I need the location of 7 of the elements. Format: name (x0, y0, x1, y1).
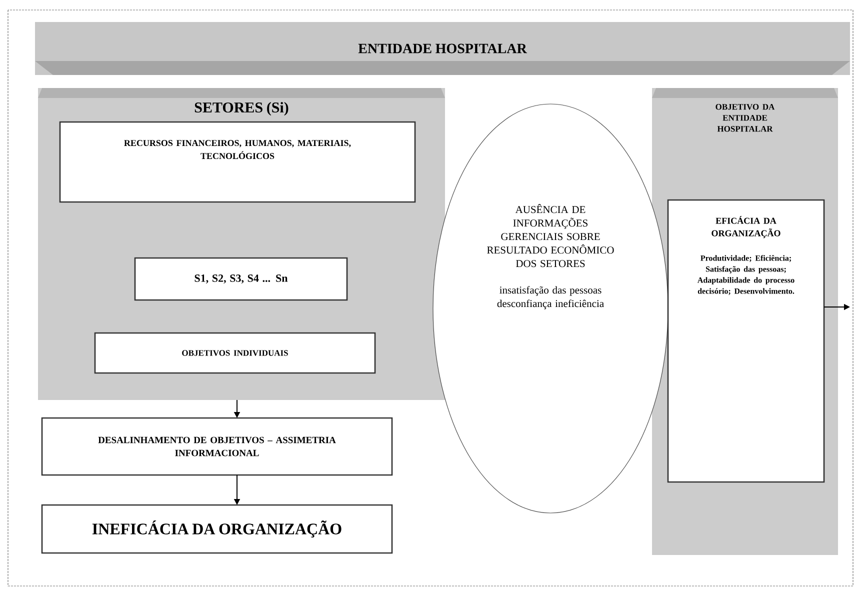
objectives-box: OBJETIVOS INDIVIDUAIS (94, 332, 376, 374)
efficacy-box: EFICÁCIA DA ORGANIZAÇÃO Produtividade; Eficiência; Satisfação das pessoas; Adaptabilidade do processo decisório; Desenvolvimento. (667, 199, 825, 483)
sectors-box: S1, S2, S3, S4 ... Sn (134, 257, 348, 301)
resources-box: RECURSOS FINANCEIROS, HUMANOS, MATERIAIS, TECNOLÓGICOS (59, 121, 416, 203)
misalignment-box: DESALINHAMENTO DE OBJETIVOS – ASSIMETRIA INFORMACIONAL (41, 417, 393, 476)
inefficacy-box: INEFICÁCIA DA ORGANIZAÇÃO (41, 504, 393, 554)
title-banner: ENTIDADE HOSPITALAR (35, 22, 850, 75)
